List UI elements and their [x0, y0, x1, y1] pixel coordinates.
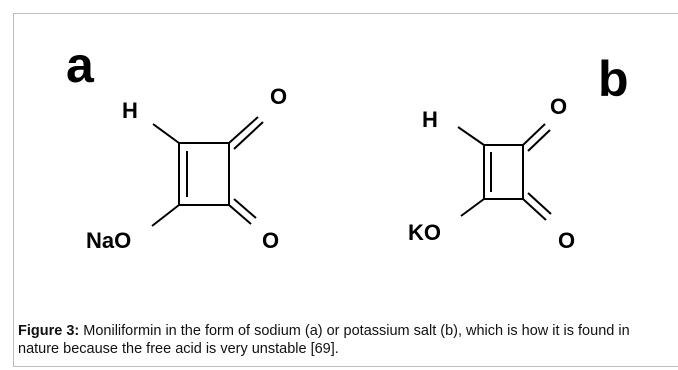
caption-label: Figure 3: [18, 323, 80, 339]
carbonyl-bond-top-b-2 [527, 129, 551, 152]
h-bond-a [152, 123, 180, 144]
carbonyl-bond-top-b-1 [522, 123, 546, 146]
top-oxygen-label-b: O [550, 94, 567, 119]
carbonyl-bond-bottom-a-1 [228, 204, 252, 225]
ring-bonds-a [151, 116, 264, 227]
caption-text: Moniliformin in the form of sodium (a) o… [18, 323, 630, 357]
h-bond-b [457, 126, 485, 146]
top-oxygen-label-a: O [270, 84, 287, 109]
figure-caption: Figure 3: Moniliformin in the form of so… [18, 322, 668, 358]
carbonyl-bond-bottom-a-2 [233, 198, 257, 219]
o-salt-bond-a [151, 204, 180, 227]
bottom-oxygen-label-b: O [558, 228, 575, 253]
carbonyl-bond-bottom-b-2 [527, 192, 552, 215]
bottom-oxygen-label-a: O [262, 228, 279, 253]
o-salt-bond-b [460, 198, 485, 217]
hydrogen-label-a: H [122, 98, 138, 123]
panel-label-a: a [66, 37, 95, 93]
salt-group-label-a: NaO [86, 228, 131, 253]
structure-b: b H O KO O [408, 51, 629, 253]
ring-bonds-b [457, 123, 552, 221]
carbonyl-bond-top-a-2 [233, 121, 264, 150]
cyclobutene-ring-b [483, 144, 524, 200]
cyclobutene-ring-a [178, 142, 230, 206]
carbonyl-bond-bottom-b-1 [522, 198, 547, 221]
salt-group-label-b: KO [408, 220, 441, 245]
figure-diagram: a H O NaO O b H O KO O [66, 37, 629, 253]
hydrogen-label-b: H [422, 107, 438, 132]
panel-label-b: b [598, 51, 629, 107]
structure-a: a H O NaO O [66, 37, 287, 253]
figure-frame [13, 13, 678, 367]
carbonyl-bond-top-a-1 [228, 116, 259, 144]
